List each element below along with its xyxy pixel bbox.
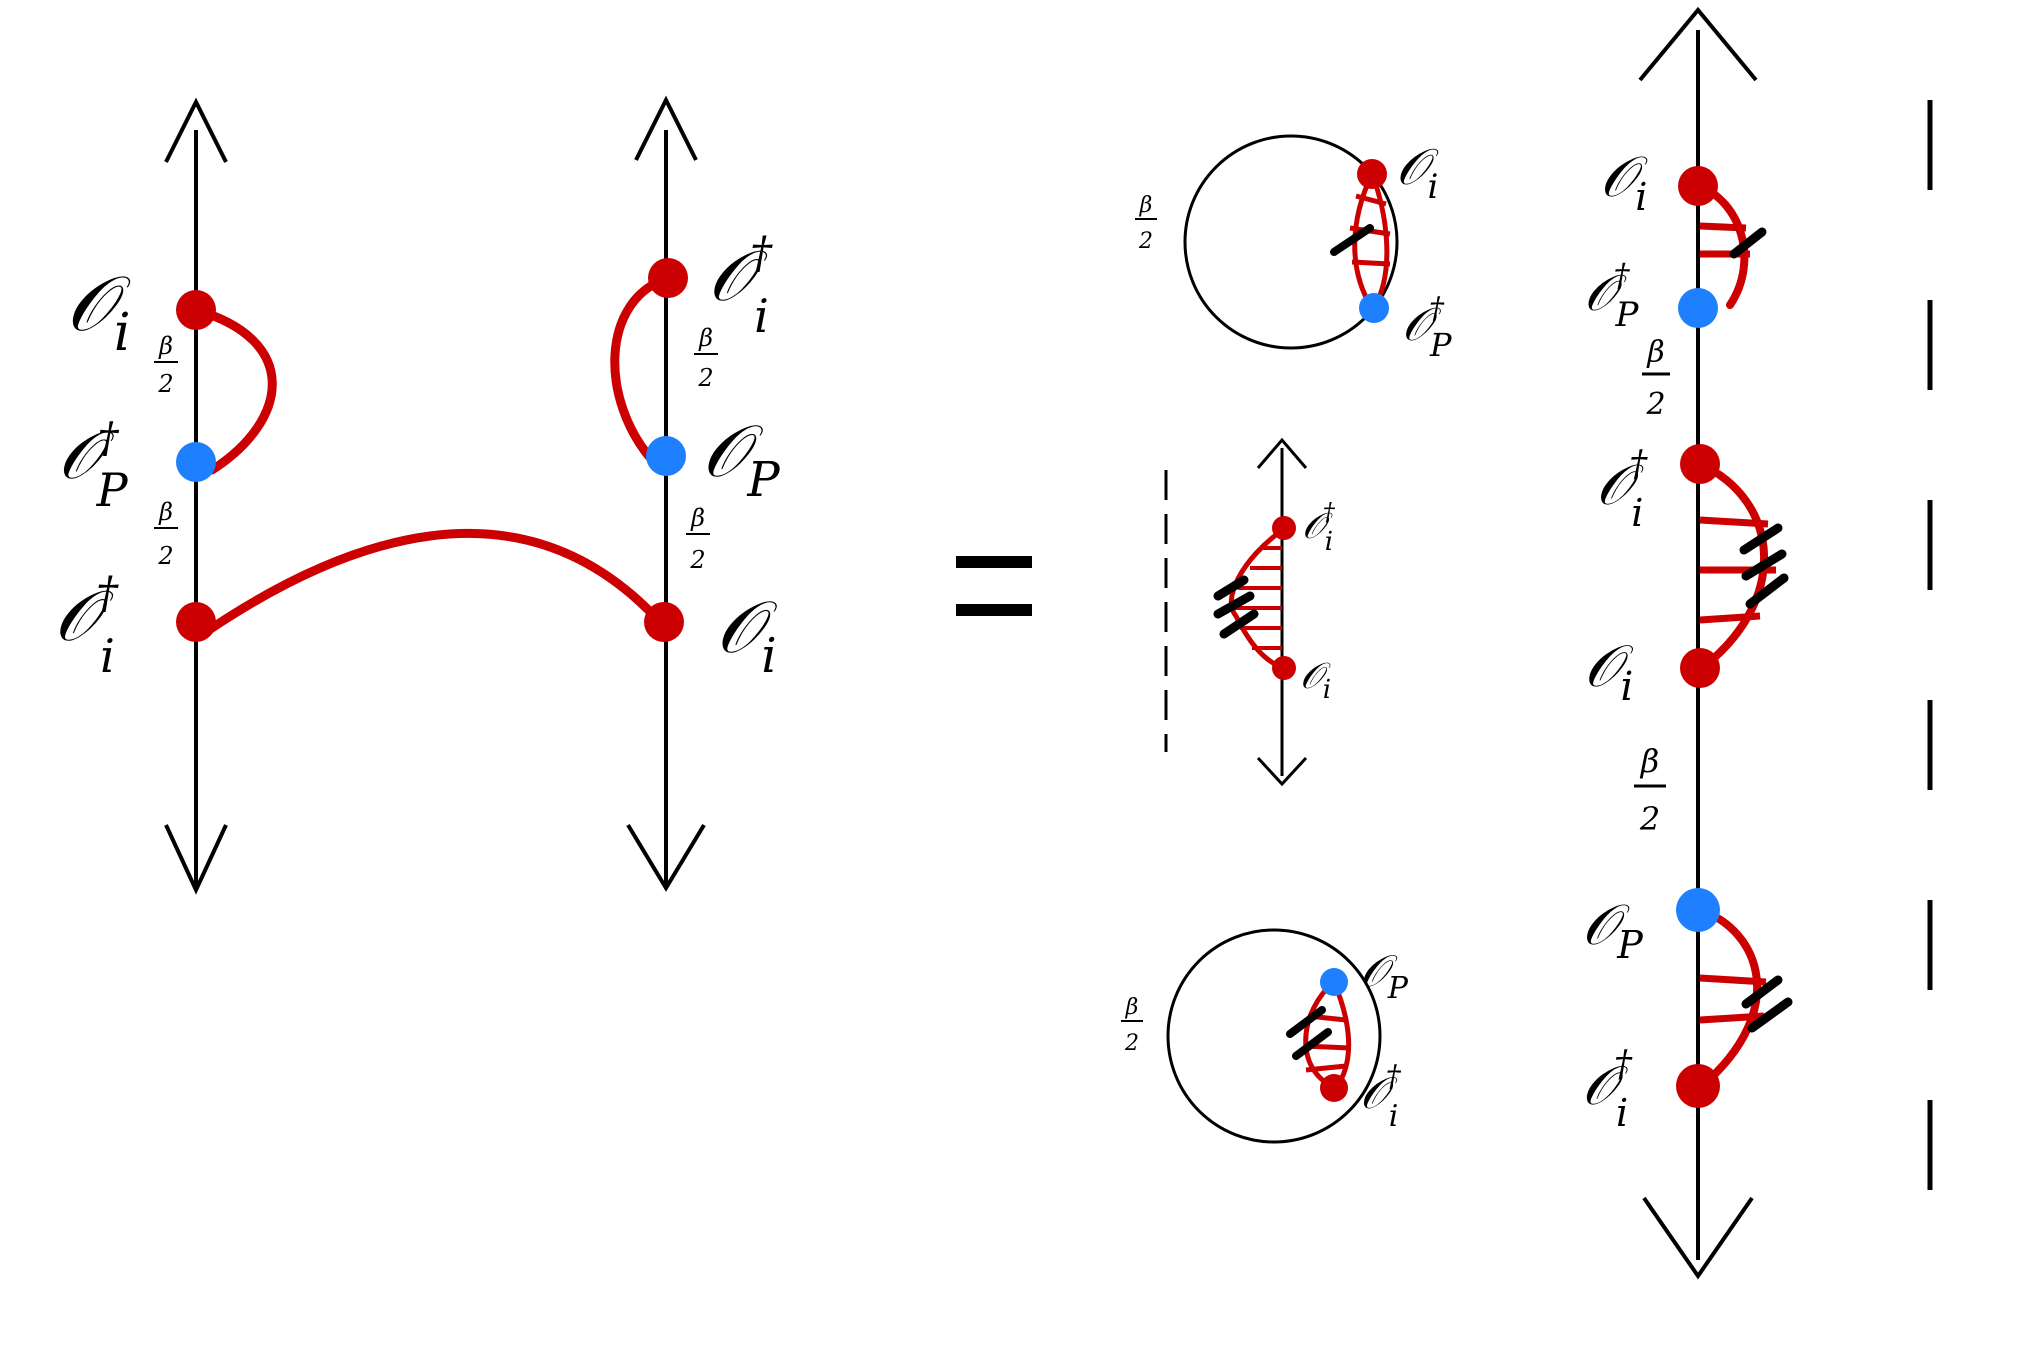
fraction-beta-half: β 2 [154,332,178,398]
label-op-p-dagger: 𝒪†P [1584,256,1640,335]
contraction-arc-right [610,273,673,465]
right-time-axis [626,95,706,892]
label-op-i-dagger: 𝒪†i [54,568,119,683]
operator-dot-blue [1320,968,1348,996]
left-panel: 𝒪i 𝒪†P 𝒪†i 𝒪†i 𝒪P 𝒪i β 2 β 2 [54,95,780,895]
operator-dot-red [644,602,684,642]
svg-text:2: 2 [157,370,173,398]
svg-text:β: β [158,498,173,526]
label-op-p: 𝒪P [1582,893,1644,967]
long-time-axis [1638,6,1758,1280]
fraction-beta-half: β 2 [1642,335,1670,422]
svg-text:β: β [1125,995,1139,1020]
svg-text:β: β [690,504,705,532]
operator-dot-red [1678,166,1718,206]
operator-dot-red [1680,444,1720,484]
operator-dot-blue [1678,288,1718,328]
svg-text:β: β [1139,193,1153,218]
fraction-beta-half: β 2 [1634,742,1666,838]
operator-dot-red [1676,1064,1720,1108]
operator-dot-blue [646,436,686,476]
label-op-i: 𝒪i [1600,145,1648,219]
label-op-p: 𝒪P [1360,946,1409,1006]
label-op-i-dagger: 𝒪†i [1582,1044,1633,1135]
label-op-i-dagger: 𝒪†i [1360,1059,1402,1134]
label-op-i-dagger: 𝒪†i [708,228,773,343]
svg-text:β: β [1640,742,1660,780]
svg-text:2: 2 [1124,1031,1139,1056]
svg-text:2: 2 [697,364,713,392]
operator-dot-red [1272,516,1296,540]
thermal-circle-bottom: β 2 𝒪P 𝒪†i [1121,928,1409,1144]
fraction-beta-half: β 2 [1135,193,1157,254]
operator-dot-blue [1676,888,1720,932]
operator-dot-blue [176,442,216,482]
svg-text:2: 2 [689,546,705,574]
svg-text:2: 2 [1645,387,1665,422]
fraction-beta-half: β 2 [694,324,718,392]
label-op-i: 𝒪i [66,259,131,363]
right-long-axis-panel: 𝒪i 𝒪†P 𝒪†i 𝒪i 𝒪P 𝒪†i β 2 β 2 [1582,6,1933,1280]
label-op-i-dagger: 𝒪†i [1596,444,1648,535]
middle-column: β 2 𝒪i 𝒪†P [1121,134,1452,1144]
label-op-i-dagger: 𝒪†i [1302,498,1336,557]
operator-dot-red [1357,159,1387,189]
svg-text:β: β [158,332,173,360]
fraction-beta-half: β 2 [686,504,710,574]
label-op-p: 𝒪P [702,409,780,508]
operator-dot-red [176,602,216,642]
fraction-beta-half: β 2 [1121,995,1143,1056]
label-op-i: 𝒪i [716,585,778,684]
label-op-p-dagger: 𝒪†P [58,413,129,517]
thermal-circle-top: β 2 𝒪i 𝒪†P [1135,134,1452,364]
operator-dot-red [176,290,216,330]
svg-text:2: 2 [1639,800,1660,838]
operator-dot-red [1680,648,1720,688]
svg-text:2: 2 [1138,229,1153,254]
label-op-i: 𝒪i [1300,656,1331,705]
label-op-i: 𝒪i [1396,138,1439,207]
thermal-axis-middle: 𝒪†i 𝒪i [1164,437,1336,787]
operator-dot-red [1272,656,1296,680]
contraction-arc-left [191,305,277,475]
contraction-bridge [195,528,665,641]
operator-dot-red [1320,1074,1348,1102]
svg-text:β: β [1646,335,1664,370]
operator-dot-red [648,258,688,298]
svg-text:2: 2 [157,542,173,570]
svg-text:β: β [698,324,713,352]
label-op-p-dagger: 𝒪†P [1402,291,1452,364]
fraction-beta-half: β 2 [154,498,178,570]
left-time-axis [164,97,228,895]
label-op-i: 𝒪i [1584,632,1634,710]
operator-dot-blue [1359,293,1389,323]
equals-sign [956,556,1032,616]
